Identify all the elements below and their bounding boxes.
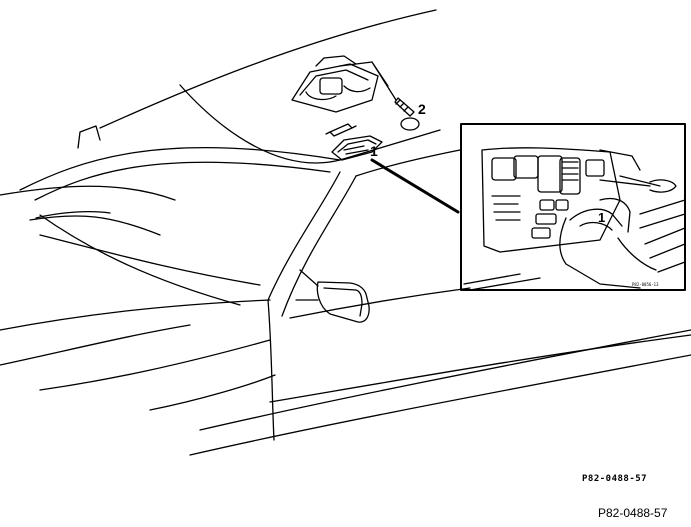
body-side-line-2 (189, 354, 691, 456)
callout-part-1: 1 (370, 143, 378, 159)
hood-line-mid (29, 215, 161, 236)
fender-line-3 (39, 339, 271, 391)
detail-inset-frame (460, 123, 686, 291)
fender-line-4 (149, 374, 276, 411)
callout-part-2: 2 (418, 101, 426, 117)
inset-screwdriver (599, 179, 677, 193)
figure-reference-code: P82-0488-57 (582, 474, 648, 484)
window-lower-line (289, 287, 471, 319)
inset-headliner-lines (463, 199, 686, 291)
windshield-frame (19, 129, 441, 191)
a-pillar-outer (267, 171, 341, 301)
hood-line-upper (0, 185, 176, 201)
window-frame-top (355, 149, 461, 177)
screw (394, 97, 420, 131)
side-mirror-housing (316, 281, 370, 323)
body-side-line-3 (269, 334, 691, 403)
inset-console-panel (481, 147, 641, 253)
a-pillar-inner (281, 175, 357, 317)
inset-reference-code: P82-0056-13 (632, 282, 659, 287)
image-caption: P82-0488-57 (598, 506, 668, 520)
wiper-line (35, 210, 111, 219)
fender-line-2 (0, 324, 191, 366)
roof-line (99, 9, 437, 129)
fender-line-1 (0, 299, 271, 331)
lamp-bulb (325, 123, 357, 137)
side-mirror-arm (295, 269, 319, 301)
door-front-edge (267, 299, 275, 441)
inset-hand (559, 175, 661, 289)
rear-pillar (77, 125, 101, 149)
light-lens (331, 135, 383, 161)
rear-roof-edge (179, 84, 341, 164)
leader-lines (339, 61, 397, 101)
body-side-line-1 (199, 329, 691, 431)
console-assembly (291, 55, 379, 113)
side-mirror-face (323, 287, 363, 317)
hood-curve (39, 214, 241, 306)
hood-line-lower (39, 234, 261, 286)
detail-connector (370, 158, 460, 214)
inset-callout-part-1: 1 (598, 210, 605, 225)
windshield-inner-line (34, 161, 331, 201)
